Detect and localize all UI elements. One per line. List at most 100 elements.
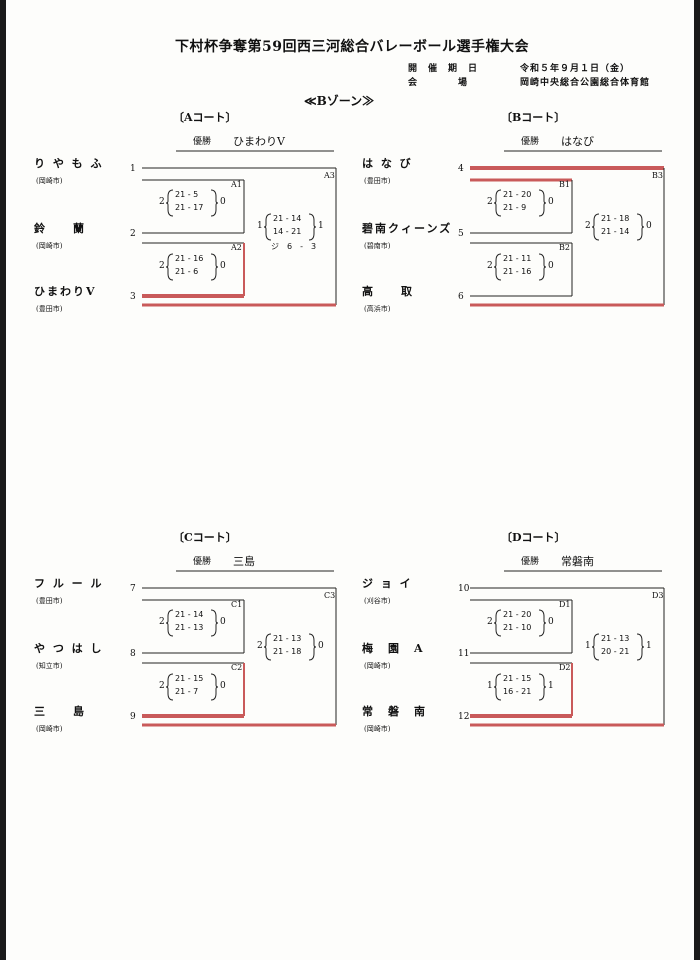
match-sets-won-right: 0 [646, 221, 652, 231]
brace-right-icon [308, 213, 317, 241]
team-name: 梅 園 A [362, 642, 425, 655]
match-sets-won-right: 0 [220, 617, 226, 627]
brace-left-icon [493, 673, 502, 701]
team-seed: 8 [130, 649, 136, 659]
court-title: 〔Bコート〕 [501, 111, 566, 124]
set-score: 21 - 15 [503, 674, 532, 683]
match-sets-won-left: 2 [159, 681, 165, 691]
match-sets-won-left: 2 [487, 261, 493, 271]
date-value: 令和５年９月１日（金） [520, 64, 631, 74]
match-sets-won-left: 2 [585, 221, 591, 231]
match-sets-won-right: 1 [548, 681, 554, 691]
team-seed: 4 [458, 164, 464, 174]
team-name: 三 島 [34, 705, 86, 718]
team-name: 高 取 [362, 285, 414, 298]
document-page: 下村杯争奪第59回西三河総合バレーボール選手権大会 開 催 期 日 令和５年９月… [6, 0, 694, 960]
brace-left-icon [591, 633, 600, 661]
bracket-lines [142, 150, 665, 727]
team-seed: 5 [458, 229, 464, 239]
set-score: 21 - 11 [503, 254, 532, 263]
brace-left-icon [263, 213, 272, 241]
date-label: 開 催 期 日 [408, 64, 479, 74]
brace-right-icon [636, 213, 645, 241]
winner-label: 優勝 [521, 557, 540, 567]
brace-right-icon [538, 609, 547, 637]
team-city: (碧南市) [364, 242, 391, 250]
brace-right-icon [210, 253, 219, 281]
team-name: ジ ョ イ [362, 577, 413, 590]
set-score: 21 - 14 [175, 610, 204, 619]
brace-left-icon [493, 609, 502, 637]
tiebreak-score: ジ 6 - 3 [271, 242, 317, 251]
brace-left-icon [165, 609, 174, 637]
match-sets-won-left: 2 [159, 261, 165, 271]
match-sets-won-left: 2 [487, 617, 493, 627]
winner-label: 優勝 [193, 557, 212, 567]
set-score: 21 - 17 [175, 203, 204, 212]
set-score: 14 - 21 [273, 227, 302, 236]
court-title: 〔Cコート〕 [173, 531, 237, 544]
set-score: 21 - 14 [273, 214, 302, 223]
brace-right-icon [636, 633, 645, 661]
winner-name: はなび [561, 135, 594, 148]
team-name: や つ は し [34, 642, 104, 655]
zone-title: ≪Bゾーン≫ [304, 94, 375, 108]
set-score: 21 - 5 [175, 190, 199, 199]
match-label: B2 [559, 243, 570, 252]
team-seed: 11 [458, 649, 470, 659]
match-sets-won-left: 2 [257, 641, 263, 651]
team-city: (岡崎市) [364, 725, 391, 733]
brace-left-icon [493, 253, 502, 281]
match-sets-won-left: 2 [487, 197, 493, 207]
match-sets-won-right: 0 [220, 197, 226, 207]
match-label: A2 [231, 243, 242, 252]
set-score: 21 - 18 [273, 647, 302, 656]
set-score: 21 - 13 [273, 634, 302, 643]
team-name: は な び [362, 157, 413, 170]
team-seed: 10 [458, 584, 470, 594]
match-sets-won-left: 2 [159, 617, 165, 627]
set-score: 21 - 9 [503, 203, 527, 212]
set-score: 21 - 15 [175, 674, 204, 683]
match-label: D3 [652, 591, 664, 600]
set-score: 21 - 14 [601, 227, 630, 236]
set-score: 21 - 10 [503, 623, 532, 632]
match-sets-won-right: 0 [548, 617, 554, 627]
match-label: B1 [559, 180, 570, 189]
team-name: ひまわりV [34, 285, 97, 298]
team-seed: 9 [130, 712, 136, 722]
match-label: D1 [559, 600, 571, 609]
match-sets-won-left: 1 [487, 681, 493, 691]
team-seed: 1 [130, 164, 136, 174]
team-seed: 3 [130, 292, 136, 302]
set-score: 20 - 21 [601, 647, 630, 656]
team-name: 鈴 蘭 [34, 222, 86, 235]
set-score: 21 - 20 [503, 610, 532, 619]
brace-left-icon [493, 189, 502, 217]
brace-right-icon [210, 189, 219, 217]
match-label: C2 [231, 663, 243, 672]
match-sets-won-right: 0 [220, 261, 226, 271]
winner-label: 優勝 [521, 137, 540, 147]
match-label: D2 [559, 663, 571, 672]
team-city: (岡崎市) [36, 725, 63, 733]
brace-left-icon [263, 633, 272, 661]
venue-label: 会 場 [408, 78, 469, 88]
team-city: (刈谷市) [364, 597, 391, 605]
winner-label: 優勝 [193, 137, 212, 147]
match-sets-won-right: 0 [548, 261, 554, 271]
set-score: 21 - 16 [175, 254, 204, 263]
brace-left-icon [591, 213, 600, 241]
match-label: B3 [652, 171, 663, 180]
set-score: 21 - 20 [503, 190, 532, 199]
venue-value: 岡崎中央総合公園総合体育館 [520, 78, 651, 88]
match-label: C3 [324, 591, 336, 600]
brace-left-icon [165, 673, 174, 701]
team-city: (豊田市) [36, 305, 63, 313]
set-score: 21 - 7 [175, 687, 199, 696]
brace-right-icon [210, 609, 219, 637]
team-name: 碧南クィーンズ [362, 222, 453, 235]
brace-right-icon [538, 673, 547, 701]
brace-left-icon [165, 189, 174, 217]
team-city: (豊田市) [364, 177, 391, 185]
